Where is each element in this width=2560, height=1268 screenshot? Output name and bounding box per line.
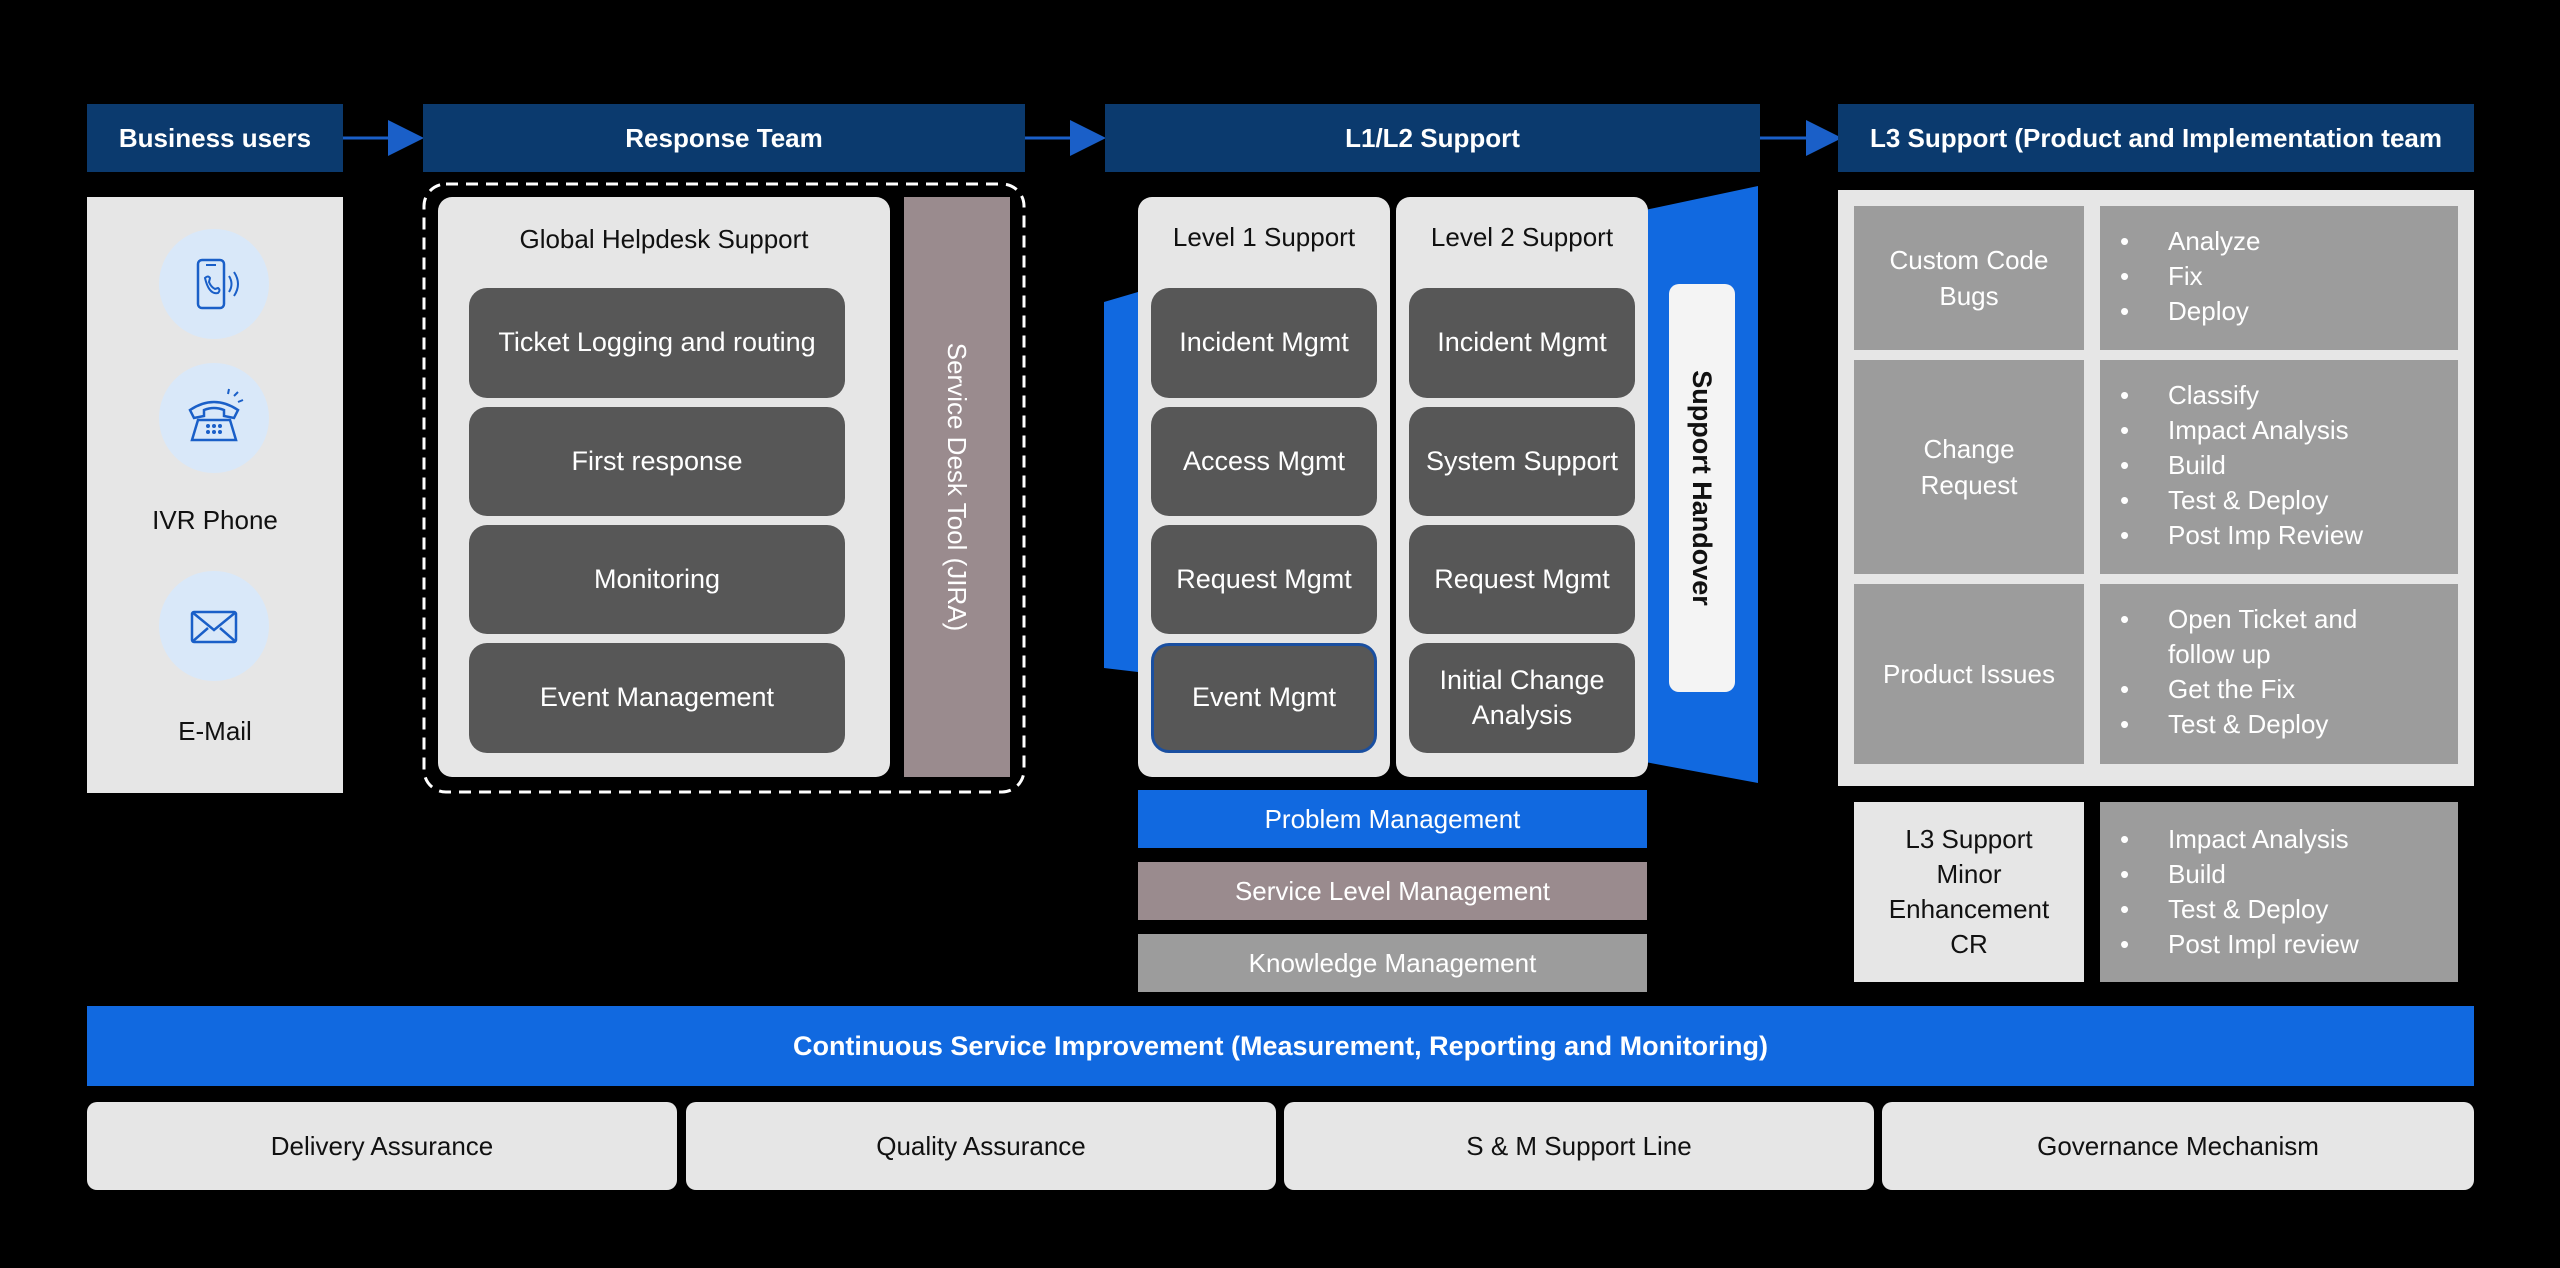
list-item: Analyze (2100, 224, 2458, 259)
l1-trapezoid (1104, 292, 1138, 672)
delivery-assurance-box: Delivery Assurance (87, 1102, 677, 1190)
email-icon (159, 571, 269, 681)
helpdesk-item-first-response: First response (469, 407, 845, 516)
email-label: E-Mail (178, 715, 252, 746)
problem-management-bar: Problem Management (1138, 790, 1647, 848)
global-helpdesk-panel: Global Helpdesk Support Ticket Logging a… (438, 197, 890, 777)
l3-row-custom-code-bugs-bullets: Analyze Fix Deploy (2100, 206, 2458, 350)
list-item: Test & Deploy (2100, 892, 2458, 927)
level1-title: Level 1 Support (1172, 221, 1356, 252)
list-item: Fix (2100, 259, 2458, 294)
level2-panel: Level 2 Support Incident Mgmt System Sup… (1396, 197, 1648, 777)
sm-support-line-box: S & M Support Line (1284, 1102, 1874, 1190)
product-issues-list: Open Ticket and follow up Get the Fix Te… (2100, 602, 2458, 742)
quality-assurance-box: Quality Assurance (686, 1102, 1276, 1190)
l3-row-custom-code-bugs-label: Custom Code Bugs (1854, 206, 2084, 350)
l3-row-product-issues-bullets: Open Ticket and follow up Get the Fix Te… (2100, 584, 2458, 764)
list-item: Impact Analysis (2100, 413, 2458, 448)
header-l1l2-support: L1/L2 Support (1105, 104, 1760, 172)
header-response-team: Response Team (423, 104, 1025, 172)
level1-access-mgmt: Access Mgmt (1151, 407, 1377, 516)
list-item: Post Imp Review (2100, 518, 2458, 553)
change-request-list: Classify Impact Analysis Build Test & De… (2100, 378, 2458, 553)
telephone-icon (159, 363, 269, 473)
header-business-users: Business users (87, 104, 343, 172)
l3-row-product-issues-label: Product Issues (1854, 584, 2084, 764)
list-item: Impact Analysis (2100, 822, 2458, 857)
level1-event-mgmt: Event Mgmt (1151, 643, 1377, 753)
list-item: Test & Deploy (2100, 707, 2428, 742)
helpdesk-item-monitoring: Monitoring (469, 525, 845, 634)
level1-request-mgmt: Request Mgmt (1151, 525, 1377, 634)
helpdesk-item-event-management: Event Management (469, 643, 845, 753)
l3-minor-enhancement-label: L3 Support Minor Enhancement CR (1854, 802, 2084, 982)
list-item: Open Ticket and follow up (2100, 602, 2428, 672)
list-item: Test & Deploy (2100, 483, 2458, 518)
service-desk-tool-label: Service Desk Tool (JIRA) (942, 342, 973, 632)
l3-row-change-request-bullets: Classify Impact Analysis Build Test & De… (2100, 360, 2458, 574)
list-item: Build (2100, 857, 2458, 892)
level1-panel: Level 1 Support Incident Mgmt Access Mgm… (1138, 197, 1390, 777)
continuous-service-improvement-bar: Continuous Service Improvement (Measurem… (87, 1006, 2474, 1086)
helpdesk-item-ticket-logging: Ticket Logging and routing (469, 288, 845, 398)
business-users-panel: IVR Phone E-Mail (87, 197, 343, 793)
list-item: Post Impl review (2100, 927, 2458, 962)
list-item: Classify (2100, 378, 2458, 413)
ivr-phone-label: IVR Phone (152, 504, 278, 535)
support-handover-label: Support Handover (1687, 370, 1718, 606)
l3-minor-enhancement-bullets: Impact Analysis Build Test & Deploy Post… (2100, 802, 2458, 982)
level2-request-mgmt: Request Mgmt (1409, 525, 1635, 634)
l3-support-panel: Custom Code Bugs Analyze Fix Deploy Chan… (1838, 190, 2474, 786)
level1-incident-mgmt: Incident Mgmt (1151, 288, 1377, 398)
l3-row-change-request-label: Change Request (1854, 360, 2084, 574)
list-item: Deploy (2100, 294, 2458, 329)
level2-title: Level 2 Support (1430, 221, 1614, 252)
global-helpdesk-title: Global Helpdesk Support (519, 223, 809, 254)
mobile-phone-icon (159, 229, 269, 339)
response-dashed-border (422, 182, 1026, 794)
service-desk-tool-bar: Service Desk Tool (JIRA) (904, 197, 1010, 777)
level2-system-support: System Support (1409, 407, 1635, 516)
level2-incident-mgmt: Incident Mgmt (1409, 288, 1635, 398)
custom-code-bugs-list: Analyze Fix Deploy (2100, 224, 2458, 329)
governance-mechanism-box: Governance Mechanism (1882, 1102, 2474, 1190)
level2-initial-change-analysis: Initial Change Analysis (1409, 643, 1635, 753)
knowledge-management-bar: Knowledge Management (1138, 934, 1647, 992)
support-handover-box: Support Handover (1669, 284, 1735, 692)
list-item: Get the Fix (2100, 672, 2428, 707)
minor-enhancement-list: Impact Analysis Build Test & Deploy Post… (2100, 822, 2458, 962)
header-l3-support: L3 Support (Product and Implementation t… (1838, 104, 2474, 172)
service-level-management-bar: Service Level Management (1138, 862, 1647, 920)
list-item: Build (2100, 448, 2458, 483)
